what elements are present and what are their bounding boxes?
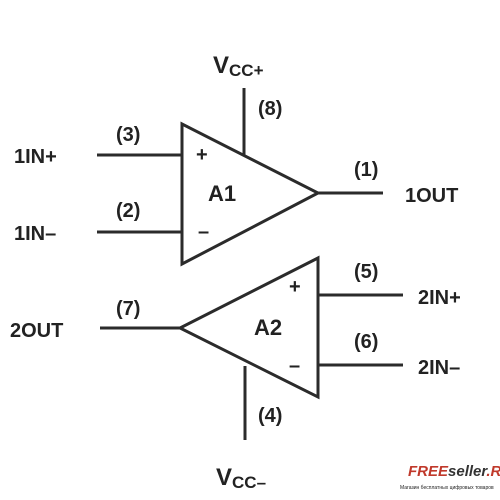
a1-minus-sign: – bbox=[198, 221, 209, 243]
pin-number-1: (1) bbox=[354, 159, 378, 181]
amplifier-a2-label: A2 bbox=[254, 315, 282, 340]
vcc-minus-label: VCC– bbox=[216, 464, 266, 492]
watermark-tagline: Магазин бесплатных цифровых товаров bbox=[400, 485, 494, 491]
pin-number-5: (5) bbox=[354, 261, 378, 283]
a2-minus-sign: – bbox=[289, 355, 300, 377]
pin-name-2in-minus: 2IN– bbox=[418, 357, 460, 379]
pin-name-1in-plus: 1IN+ bbox=[14, 146, 57, 168]
a1-plus-sign: + bbox=[196, 144, 208, 166]
amplifier-a1-label: A1 bbox=[208, 181, 236, 206]
vcc-plus-label: VCC+ bbox=[213, 52, 264, 80]
pin-name-1out: 1OUT bbox=[405, 185, 458, 207]
a2-plus-sign: + bbox=[289, 276, 301, 298]
pin-number-3: (3) bbox=[116, 124, 140, 146]
pin-number-8: (8) bbox=[258, 98, 282, 120]
pin-number-4: (4) bbox=[258, 405, 282, 427]
watermark-brand: FREEseller.RU bbox=[408, 463, 500, 480]
pin-number-2: (2) bbox=[116, 200, 140, 222]
pin-name-2in-plus: 2IN+ bbox=[418, 287, 461, 309]
pin-name-1in-minus: 1IN– bbox=[14, 223, 56, 245]
pin-number-6: (6) bbox=[354, 331, 378, 353]
pin-number-7: (7) bbox=[116, 298, 140, 320]
pin-name-2out: 2OUT bbox=[10, 320, 63, 342]
amplifier-a1-triangle bbox=[180, 121, 322, 267]
amplifier-a2-triangle bbox=[176, 255, 320, 400]
